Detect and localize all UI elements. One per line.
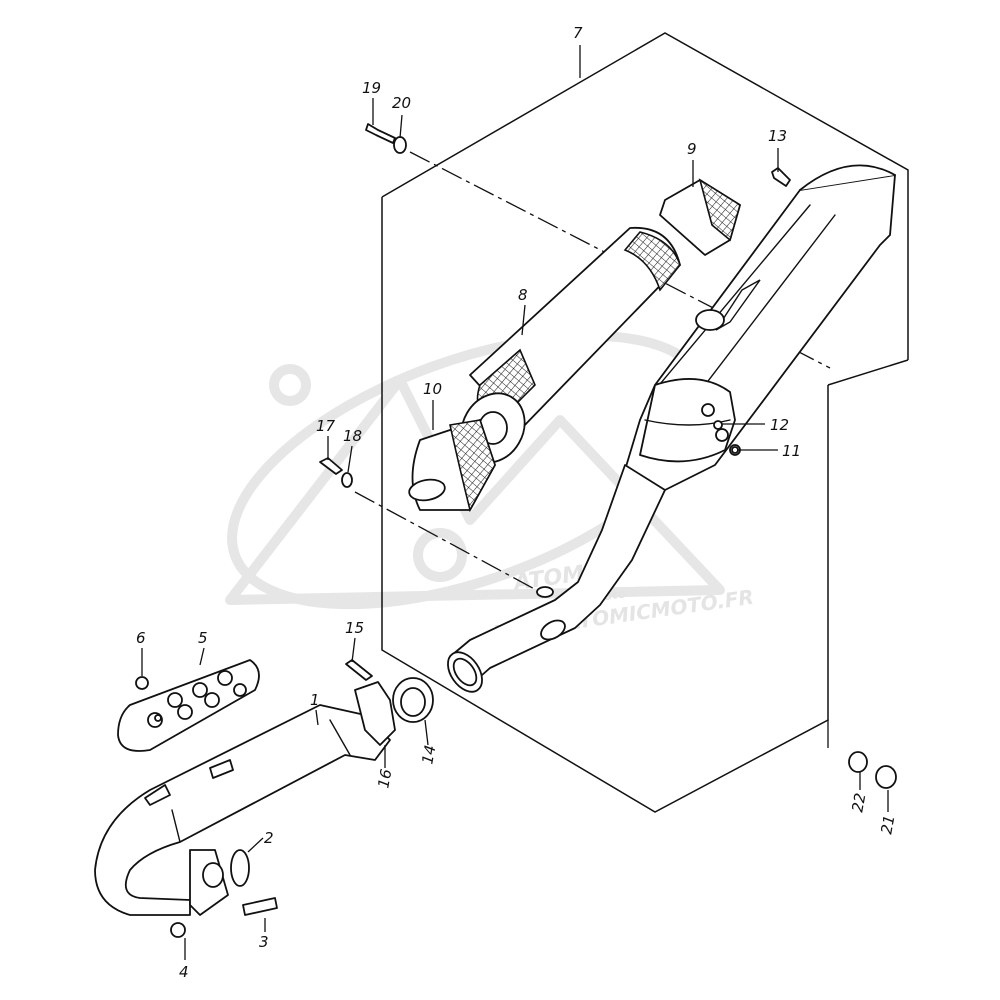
mid-pipe <box>447 464 666 693</box>
nut-4 <box>170 922 186 938</box>
callout-2: 2 <box>264 829 274 847</box>
callout-7: 7 <box>573 24 583 42</box>
muffler-assembly-box <box>381 32 909 813</box>
callout-11: 11 <box>782 442 801 460</box>
bolt-15 <box>345 659 373 681</box>
callout-1: 1 <box>310 691 320 709</box>
callout-21: 21 <box>877 814 898 836</box>
exhaust-header-pipe <box>94 704 391 916</box>
nut-6 <box>135 676 149 690</box>
callout-8: 8 <box>518 286 528 304</box>
callout-10: 10 <box>423 380 442 398</box>
callout-20: 20 <box>392 94 411 112</box>
callout-14: 14 <box>418 744 439 766</box>
end-cap-rear <box>408 419 496 513</box>
callout-15: 15 <box>345 619 364 637</box>
callout-22: 22 <box>848 792 869 814</box>
bolt-17 <box>319 457 343 475</box>
callout-5: 5 <box>198 629 208 647</box>
callout-6: 6 <box>136 629 146 647</box>
leader-lines <box>141 45 889 960</box>
clamp-16 <box>354 681 396 746</box>
end-cap-front <box>659 178 741 256</box>
heat-guard <box>117 659 260 752</box>
washer-20 <box>393 136 407 154</box>
callout-3: 3 <box>259 933 269 951</box>
fasteners <box>135 123 897 938</box>
grommet-22 <box>848 751 868 773</box>
bolt-21 <box>875 765 897 789</box>
washer-12 <box>713 420 723 430</box>
muffler-body <box>624 164 896 491</box>
callout-labels: 7 19 20 13 9 8 10 12 17 18 11 15 6 5 1 1… <box>136 24 898 981</box>
callout-9: 9 <box>687 140 697 158</box>
callout-19: 19 <box>362 79 381 97</box>
callout-12: 12 <box>770 416 789 434</box>
callout-17: 17 <box>316 417 336 435</box>
callout-16: 16 <box>374 768 395 790</box>
callout-13: 13 <box>768 127 787 145</box>
gasket-2 <box>230 849 250 887</box>
callout-4: 4 <box>179 963 189 981</box>
bolt-19 <box>365 123 396 144</box>
stud-3 <box>242 897 278 916</box>
callout-18: 18 <box>343 427 362 445</box>
bolt-13 <box>771 167 791 187</box>
washer-18 <box>341 472 353 488</box>
